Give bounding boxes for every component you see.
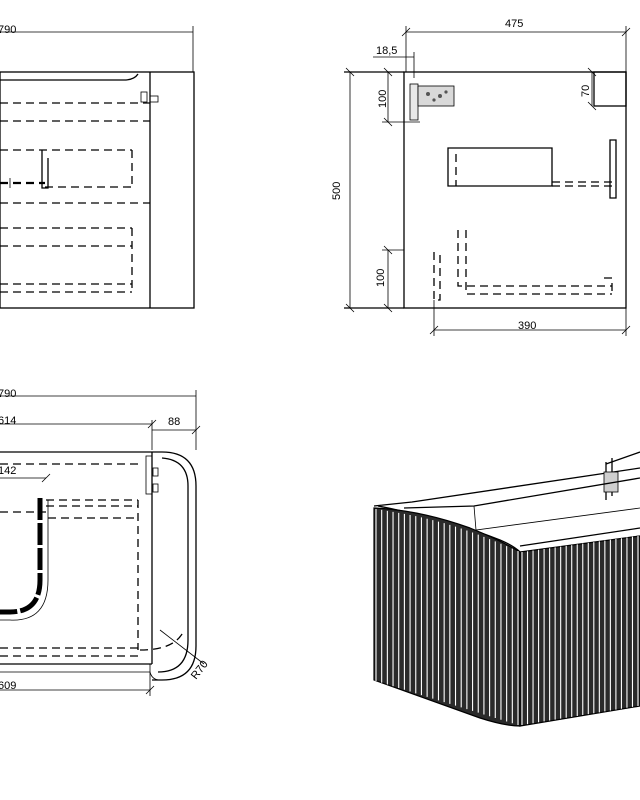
plan-side-label: 88 (168, 416, 180, 428)
side-lower-drawer-hidden-2 (465, 230, 612, 295)
side-top-clearance-tick-1 (383, 67, 393, 77)
side-drawer-runner (609, 139, 617, 199)
side-drawer-box (447, 147, 553, 187)
side-lower-drawer-hidden-4 (604, 277, 613, 296)
side-offset-label: 18,5 (376, 45, 397, 57)
perspective-back-rim-left (373, 467, 640, 507)
front-view: 790 (0, 24, 195, 309)
plan-curved-side (152, 451, 197, 681)
perspective-view (373, 451, 640, 727)
plan-bottom-width-label: 609 (0, 680, 16, 692)
plan-cutout-label: 142 (0, 465, 16, 477)
side-bottom-tick-2 (383, 303, 393, 313)
perspective-front-face (373, 507, 521, 727)
side-depth-label: 475 (505, 18, 523, 30)
side-inner-tick-1 (429, 325, 439, 335)
side-drawer-hidden (455, 154, 612, 187)
plan-radius-label: R70 (189, 659, 211, 682)
side-height-label: 500 (331, 182, 343, 200)
perspective-front-flutes (375, 509, 519, 725)
side-hardware-bracket (409, 83, 455, 121)
plan-bracket-tab-2 (152, 483, 159, 493)
side-view: 475 18,5 500 100 (331, 18, 631, 336)
front-top-curve (0, 73, 139, 81)
plan-bottom-edge (0, 671, 161, 681)
side-bottom-tick-1 (383, 245, 393, 255)
side-height-tick-bottom (345, 303, 355, 313)
perspective-inner-wall (473, 505, 640, 531)
side-lower-drawer-hidden-1 (457, 230, 612, 287)
front-cutout-bracket (41, 150, 49, 189)
plan-cutout-tick (41, 473, 51, 483)
side-top-rail (593, 71, 627, 107)
side-bottom-clearance-label: 100 (375, 269, 387, 287)
perspective-side-face (519, 535, 640, 727)
perspective-side-flutes (521, 536, 639, 725)
plan-inner-width-tick (147, 419, 157, 429)
side-depth-tick-left (401, 27, 411, 37)
plan-hidden-curve (139, 629, 185, 651)
side-top-clearance-label: 100 (377, 90, 389, 108)
front-bracket-tab (149, 95, 159, 103)
side-height-tick-top (345, 67, 355, 77)
plan-view: 790 614 88 142 (0, 388, 211, 696)
side-depth-tick-right (621, 27, 631, 37)
front-width-label: 790 (0, 24, 16, 36)
plan-bracket-tab-1 (152, 467, 159, 477)
plan-width-label: 790 (0, 388, 16, 400)
side-right-tick-1 (587, 67, 597, 77)
plan-front-back-lines (0, 451, 152, 665)
plan-inner-curve (157, 457, 189, 673)
plan-side-tick (191, 425, 201, 435)
plan-sink-cutout-inner (0, 500, 49, 621)
plan-radius-leader (159, 629, 205, 665)
perspective-back-rim-right (605, 451, 640, 465)
plan-bracket-rail (145, 455, 153, 495)
side-right-tick-2 (587, 101, 597, 111)
plan-bottom-tick (145, 685, 155, 695)
side-inner-depth-label: 390 (518, 320, 536, 332)
plan-inner-width-label: 614 (0, 415, 16, 427)
side-right-clearance-label: 70 (580, 85, 592, 97)
side-cabinet-outline (403, 71, 627, 309)
front-bracket (140, 91, 148, 103)
side-inner-tick-2 (621, 325, 631, 335)
side-lower-drawer-hidden-3 (433, 252, 441, 301)
plan-sink-cutout (0, 498, 43, 615)
front-cabinet-outline (0, 71, 195, 309)
